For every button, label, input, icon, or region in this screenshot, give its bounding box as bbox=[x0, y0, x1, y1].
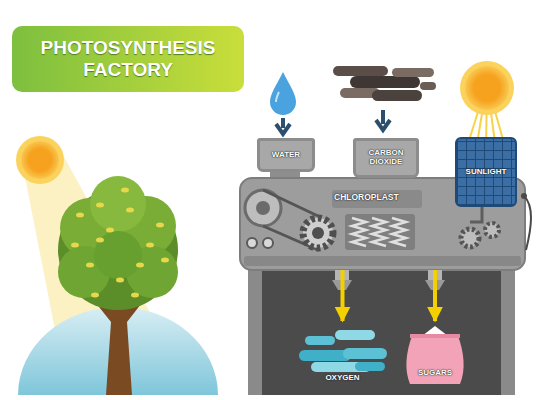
side-wire bbox=[524, 196, 531, 250]
title-banner: PHOTOSYNTHESIS FACTORY bbox=[12, 26, 244, 92]
machine-base-strip bbox=[244, 256, 521, 266]
knob bbox=[263, 238, 273, 248]
solar-panel: SUNLIGHT bbox=[455, 137, 517, 207]
cloud-puff bbox=[299, 350, 351, 361]
node-label: WATER bbox=[272, 151, 300, 160]
leaf-dot bbox=[86, 263, 94, 268]
leaf-dot bbox=[96, 203, 104, 208]
spring-housing bbox=[345, 214, 415, 250]
input-arrow bbox=[376, 110, 390, 130]
leaf-dot bbox=[96, 238, 104, 243]
smoke-puff bbox=[350, 76, 420, 88]
leaf-dot bbox=[146, 243, 154, 248]
leaf-dot bbox=[156, 223, 164, 228]
gear bbox=[303, 218, 333, 248]
leaf-dot bbox=[71, 243, 79, 248]
water-drop bbox=[270, 72, 296, 134]
leaf-dot bbox=[161, 258, 169, 263]
sun-rim bbox=[460, 61, 514, 115]
machine-leg bbox=[501, 268, 515, 395]
spring-coil bbox=[372, 218, 386, 246]
sun-core bbox=[21, 141, 59, 179]
wheel-hub bbox=[256, 201, 270, 215]
gear-hub bbox=[312, 227, 324, 239]
bag-rim bbox=[410, 334, 460, 338]
leaf-dot bbox=[76, 213, 84, 218]
leaf-dot bbox=[116, 278, 124, 283]
oxygen-output: OXYGEN bbox=[295, 322, 390, 386]
input-hopper: CARBON DIOXIDE bbox=[353, 138, 419, 178]
cloud-puff bbox=[343, 348, 387, 359]
leaf-dot bbox=[131, 293, 139, 298]
small-gear bbox=[485, 223, 499, 237]
input-arrow bbox=[276, 118, 290, 134]
output-cabinet bbox=[262, 268, 501, 395]
left-sun bbox=[16, 136, 64, 184]
smoke-puff bbox=[420, 82, 436, 90]
wire-end bbox=[521, 193, 527, 199]
smoke-puff bbox=[333, 66, 388, 76]
node-label: OXYGEN bbox=[325, 374, 359, 383]
spring-coil bbox=[352, 218, 366, 246]
water-droplet bbox=[270, 72, 296, 115]
spring-coil bbox=[392, 218, 406, 246]
leaf-dot bbox=[106, 228, 114, 233]
leaf-dot bbox=[121, 188, 129, 193]
small-gear bbox=[461, 229, 479, 247]
pipe bbox=[470, 207, 482, 222]
node-label: SUNLIGHT bbox=[466, 168, 507, 177]
sun-core bbox=[465, 66, 509, 110]
leaf-cluster bbox=[90, 176, 146, 232]
bag-body bbox=[406, 336, 463, 384]
leaf-dot bbox=[136, 263, 144, 268]
cloud-puff bbox=[305, 336, 335, 345]
droplet-shine bbox=[276, 92, 279, 102]
springs bbox=[352, 218, 406, 246]
node-label: CARBON DIOXIDE bbox=[356, 149, 416, 167]
output-arrow bbox=[341, 270, 345, 321]
tree bbox=[58, 176, 178, 395]
node-label: CHLOROPLAST bbox=[334, 193, 399, 202]
chloroplast-machine: CHLOROPLAST bbox=[240, 178, 525, 270]
knob bbox=[247, 238, 257, 248]
machine-leg bbox=[248, 268, 262, 395]
leaf-dot bbox=[91, 293, 99, 298]
node-label: SUGARS bbox=[418, 369, 452, 378]
leaf-cluster bbox=[94, 231, 142, 279]
sugars-output: SUGARS bbox=[400, 322, 470, 386]
leaf-highlights bbox=[71, 188, 169, 298]
title: PHOTOSYNTHESIS FACTORY bbox=[28, 37, 228, 81]
smoke-puff bbox=[372, 90, 422, 101]
leaf-dot bbox=[126, 208, 134, 213]
smoke-puff bbox=[392, 68, 434, 77]
input-hopper: WATER bbox=[257, 138, 315, 172]
smoke bbox=[333, 66, 436, 130]
cloud-puff bbox=[335, 330, 375, 340]
label-plate bbox=[332, 190, 422, 208]
sun-rim bbox=[16, 136, 64, 184]
cloud-puff bbox=[355, 362, 385, 371]
output-arrow bbox=[433, 270, 437, 321]
